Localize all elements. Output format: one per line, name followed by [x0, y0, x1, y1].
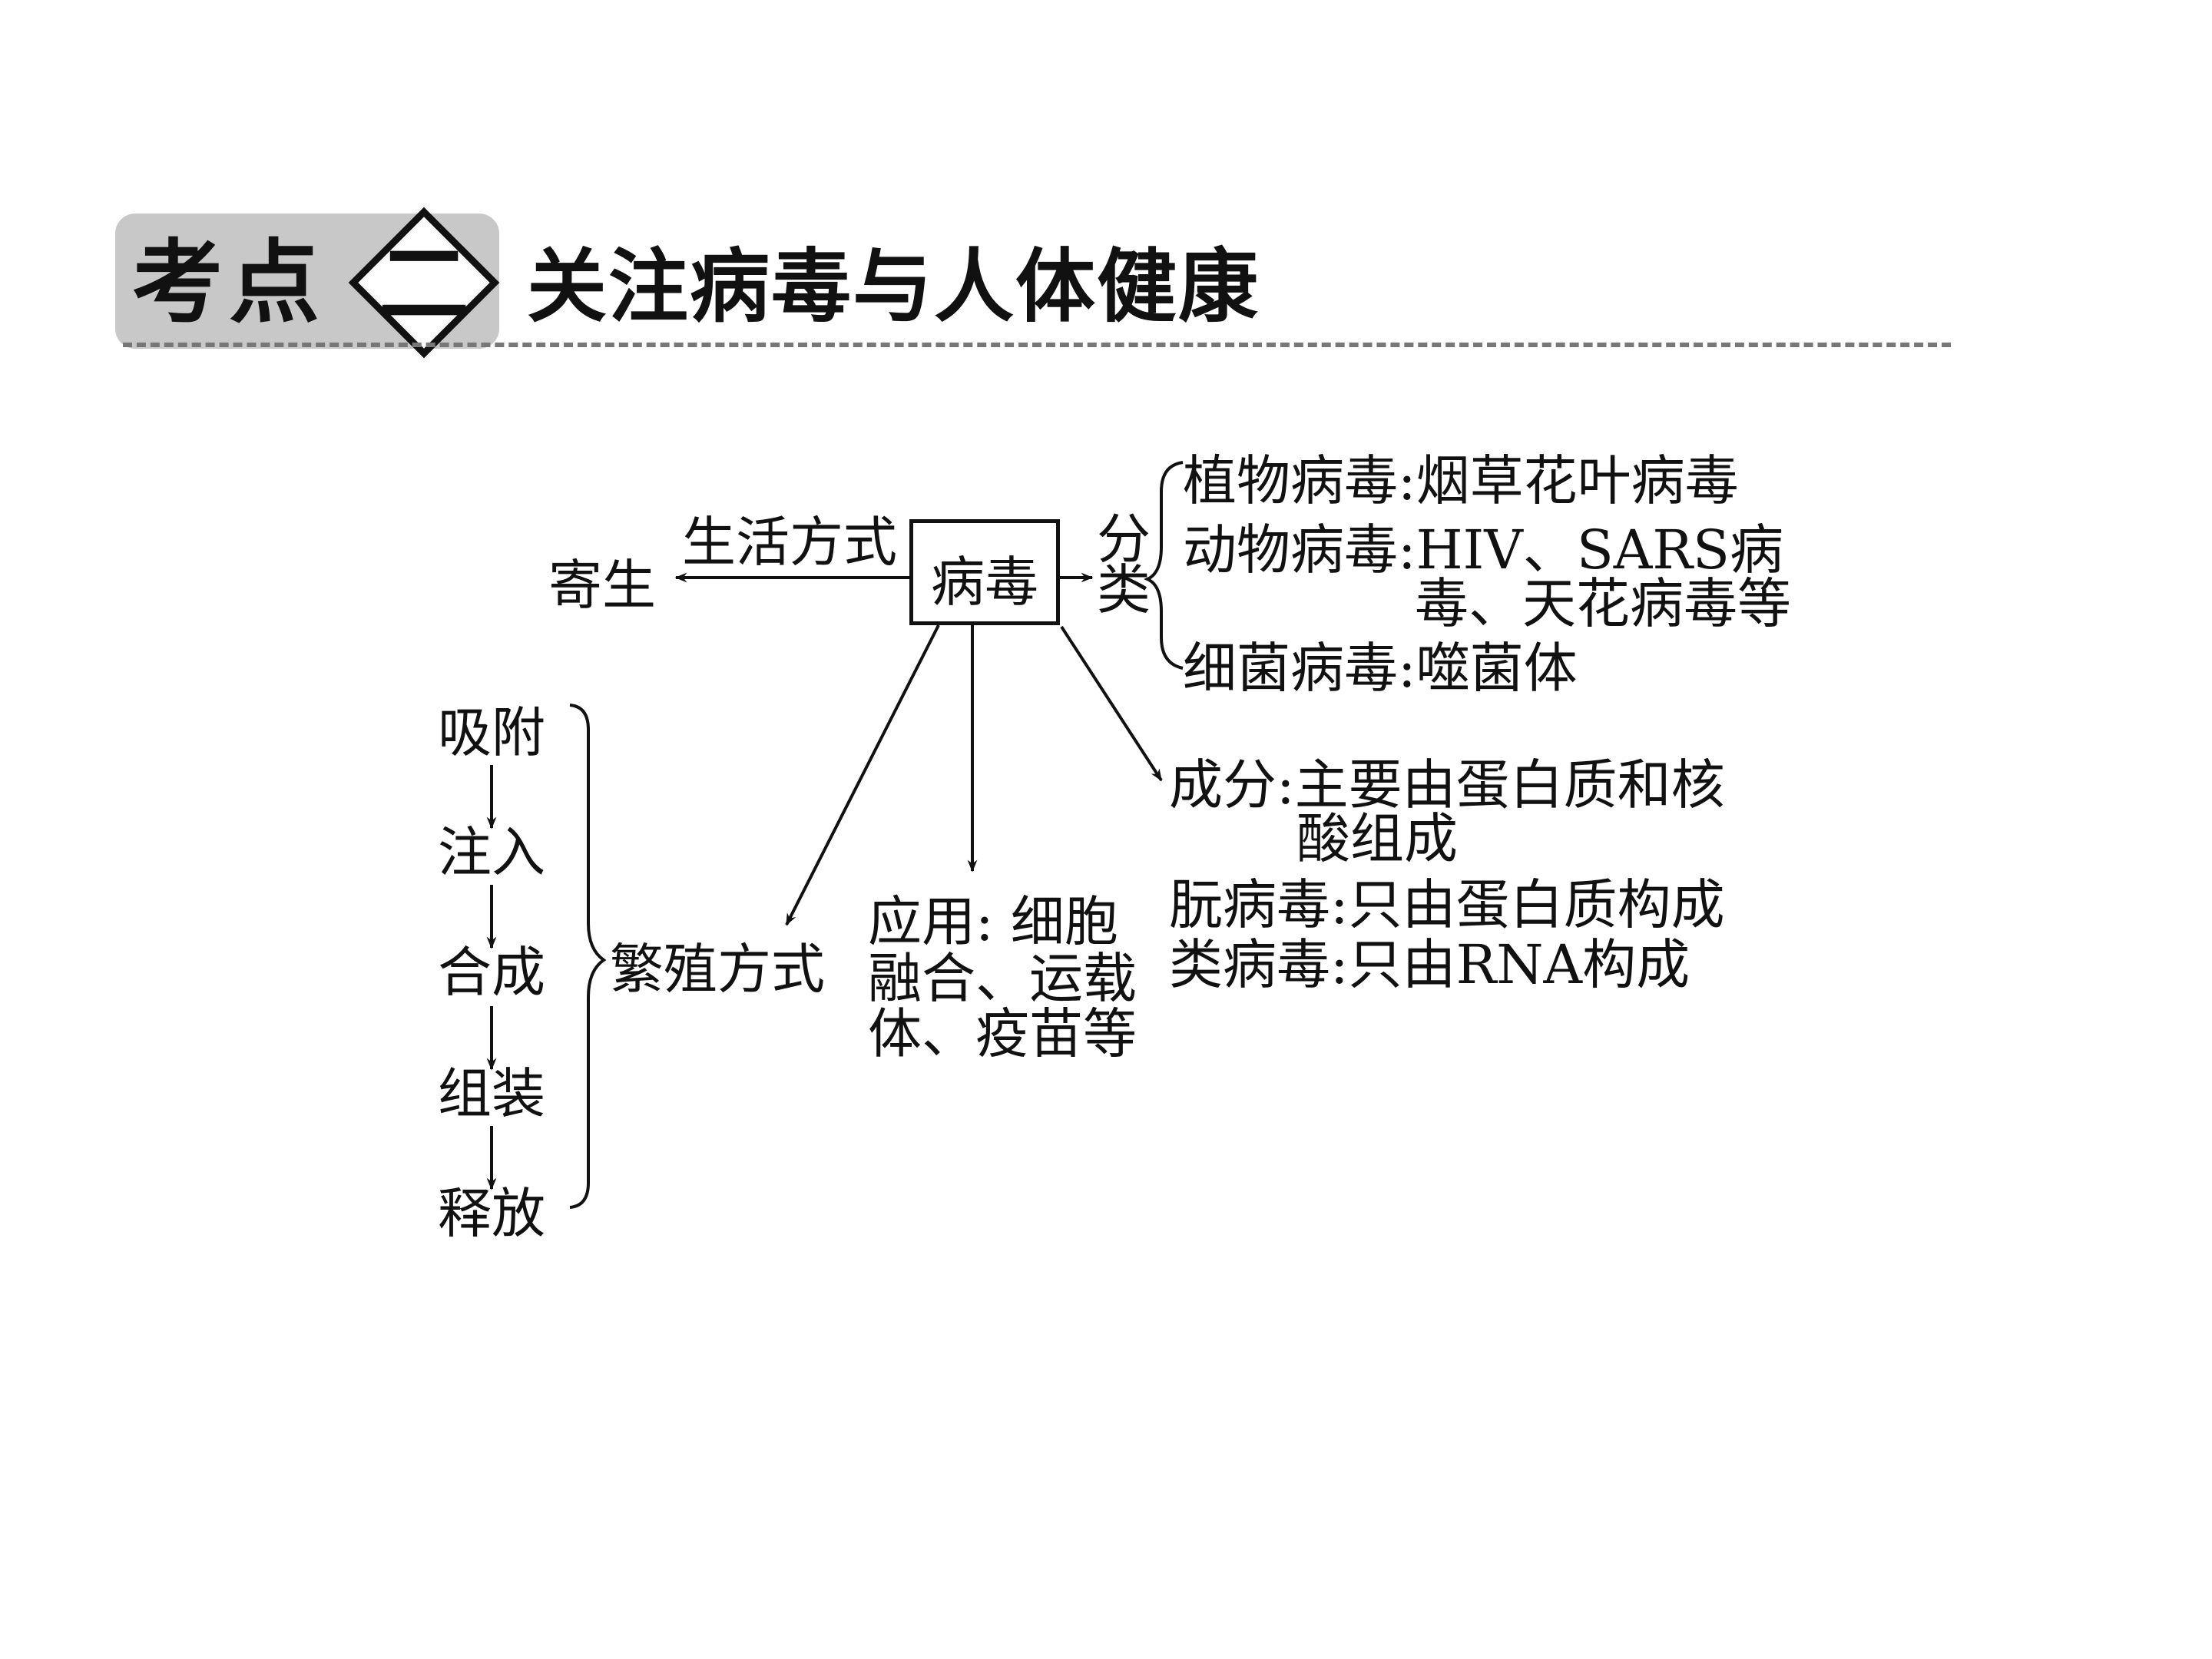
- arrow-to-reproduction: [785, 624, 940, 926]
- class-type: 细菌病毒: [1183, 637, 1398, 700]
- class-item-animal: 动物病毒:HIV、SARS病: [1183, 519, 1783, 581]
- composition-line1: 成分:主要由蛋白质和核: [1169, 753, 1725, 816]
- reproduction-label: 繁殖方式: [610, 938, 825, 1001]
- class-type: 动物病毒: [1183, 518, 1398, 581]
- class-item-animal-line2: 毒、天花病毒等: [1415, 572, 1791, 635]
- class-sep: :: [1398, 637, 1416, 700]
- lifestyle-label: 生活方式: [682, 511, 897, 574]
- class-type: 植物病毒: [1183, 449, 1398, 512]
- class-example: 烟草花叶病毒: [1416, 449, 1739, 512]
- center-label: 病毒: [931, 551, 1038, 614]
- lifestyle-value: 寄生: [548, 554, 656, 617]
- arrow-to-composition: [1060, 625, 1163, 782]
- badge-number: 二: [378, 231, 469, 337]
- classification-label-2: 类: [1097, 558, 1151, 621]
- class-sep: :: [1398, 518, 1416, 581]
- step-release: 释放: [438, 1182, 545, 1245]
- virus-center-box: [909, 519, 1060, 625]
- classification-label-1: 分: [1097, 508, 1151, 571]
- badge-label: 考点: [132, 230, 326, 336]
- classification-brace: [1144, 461, 1184, 670]
- diamond-icon: [348, 207, 500, 359]
- viroid-text: 类病毒:只由RNA构成: [1169, 933, 1690, 996]
- prion-text: 朊病毒:只由蛋白质构成: [1169, 873, 1725, 936]
- class-item-plant: 植物病毒:烟草花叶病毒: [1183, 450, 1739, 512]
- class-sep: :: [1398, 449, 1416, 512]
- application-line1: 应用: 细胞: [868, 890, 1118, 953]
- header-dashed-divider: [123, 343, 1951, 347]
- class-example: HIV、SARS病: [1416, 518, 1784, 581]
- step-adsorption: 吸附: [438, 701, 545, 764]
- section-title: 关注病毒与人体健康: [527, 240, 1260, 333]
- class-item-bacteria: 细菌病毒:噬菌体: [1183, 637, 1578, 699]
- step-assembly: 组装: [438, 1062, 545, 1125]
- application-line2: 融合、运载: [868, 947, 1137, 1010]
- step-synthesis: 合成: [438, 941, 545, 1004]
- step-injection: 注入: [438, 821, 545, 884]
- reproduction-brace: [569, 704, 607, 1209]
- class-example: 噬菌体: [1416, 637, 1578, 700]
- application-line3: 体、疫苗等: [868, 1002, 1137, 1065]
- composition-line2: 酸组成: [1296, 807, 1458, 870]
